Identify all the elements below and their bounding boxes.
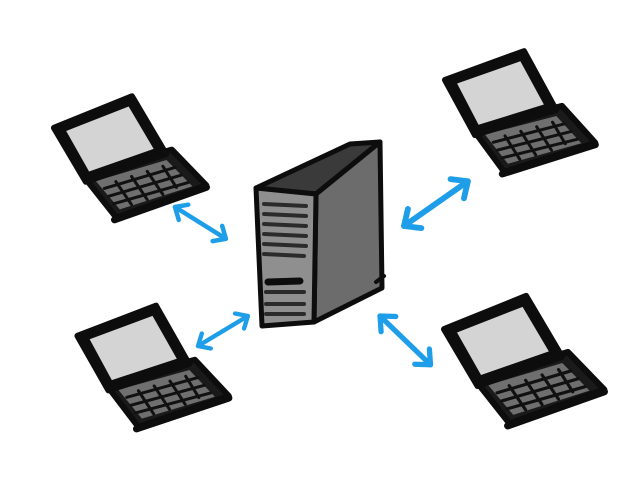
connection-arrow [397, 172, 474, 236]
server-tower-icon [253, 139, 386, 329]
connection-arrow [194, 309, 253, 354]
connection-arrow [373, 308, 438, 372]
connection-arrow [170, 199, 230, 246]
laptop-icon [442, 291, 606, 430]
laptop-icon [76, 302, 230, 432]
laptop-icon [444, 49, 596, 176]
